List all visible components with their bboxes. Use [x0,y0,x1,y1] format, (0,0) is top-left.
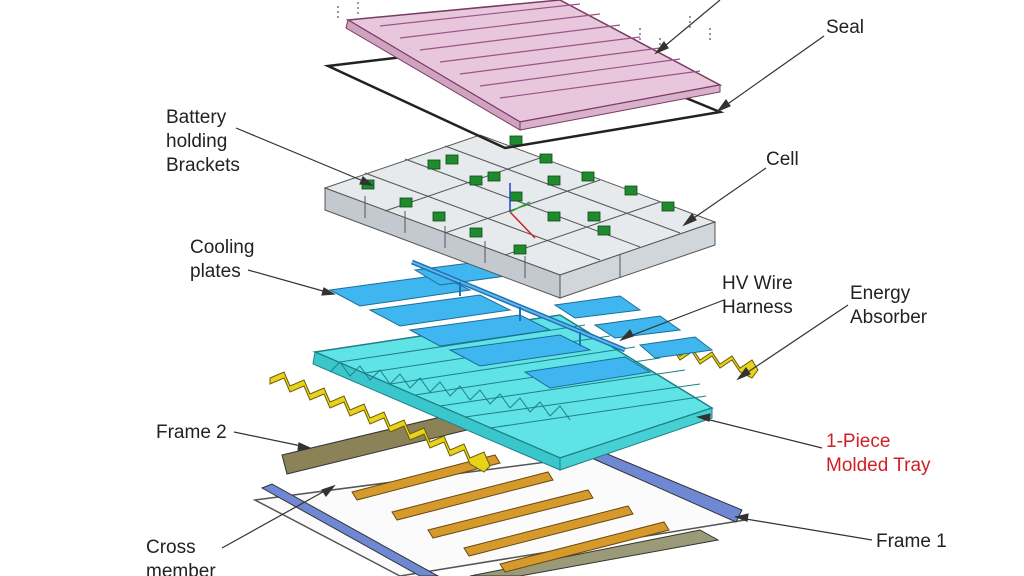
label-cooling-plates: Cooling plates [190,237,255,282]
label-hv-wire-harness: HV Wire Harness [722,273,793,318]
label-seal: Seal [826,17,865,38]
top-cover [337,0,723,131]
molded-tray [312,314,714,471]
battery-brackets [361,135,675,255]
axis-marker [509,183,536,239]
label-battery-holding-brackets: Battery holding Brackets [166,107,240,176]
label-cell: Cell [766,149,799,170]
energy-absorber-left [269,371,491,473]
label-molded-tray: 1-Piece Molded Tray [826,431,931,476]
hv-wire-harness [411,259,626,353]
cell-block [323,134,717,299]
label-frame-2: Frame 2 [156,422,227,443]
leader-lines [221,0,873,549]
label-frame-1: Frame 1 [876,531,947,552]
cross-members [351,454,670,573]
label-cross-member: Cross member [146,537,216,576]
label-energy-absorber: Energy Absorber [850,283,928,328]
